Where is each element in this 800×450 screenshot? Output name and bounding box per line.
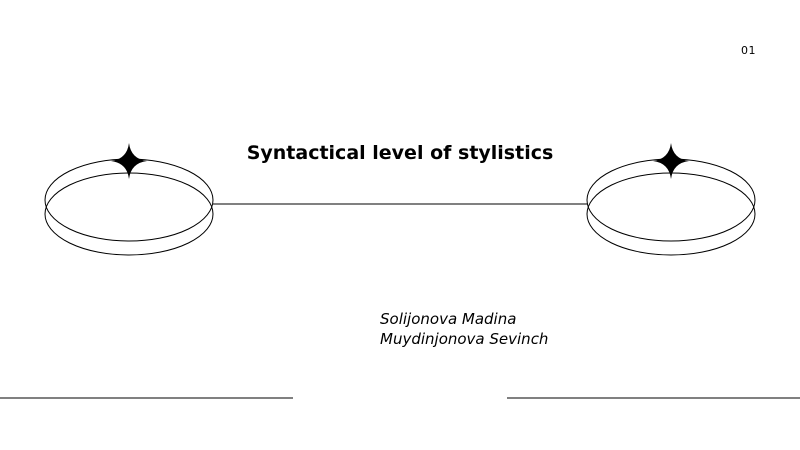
author-name: Solijonova Madina <box>380 310 517 328</box>
slide-title: Syntactical level of stylistics <box>246 142 554 164</box>
author-name: Muydinjonova Sevinch <box>380 330 549 348</box>
page-number: 01 <box>741 44 756 57</box>
author-list: Solijonova Madina Muydinjonova Sevinch <box>380 309 548 349</box>
ring-with-star-icon-left <box>44 143 214 256</box>
four-point-star-icon <box>653 143 689 179</box>
four-point-star-icon <box>111 143 147 179</box>
ring-with-star-icon-right <box>586 143 756 256</box>
